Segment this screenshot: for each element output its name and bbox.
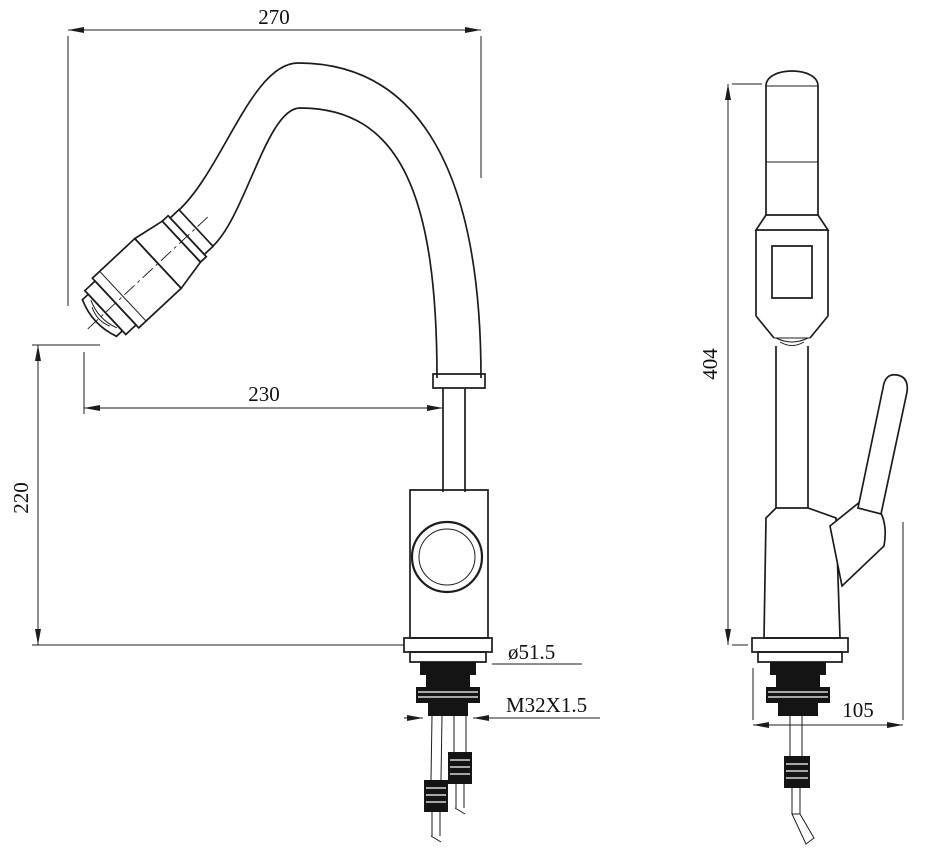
dim-label-105: 105 <box>842 698 874 722</box>
faucet-body <box>409 489 489 639</box>
dim-label-hole-diameter: ø51.5 <box>508 640 555 664</box>
head-taper-left <box>755 315 775 339</box>
aerator-tip <box>81 293 124 338</box>
head-display-panel <box>771 245 813 299</box>
head-taper-right <box>809 315 829 339</box>
spout-collar <box>432 373 486 389</box>
front-view-dimensions: 270 230 220 ø51.5 M32X1.5 <box>9 5 600 721</box>
mounting-hardware-side <box>766 662 830 716</box>
dim-label-404: 404 <box>698 348 722 380</box>
aerator-arc-side-1 <box>775 337 809 343</box>
dim-label-thread: M32X1.5 <box>506 693 587 717</box>
side-view-dimensions: 404 105 <box>698 83 904 728</box>
spout-inner-curve <box>212 107 438 379</box>
dim-label-270: 270 <box>258 5 290 29</box>
aerator-arc-2 <box>91 306 110 327</box>
spray-head-centerline <box>84 216 209 332</box>
supply-hoses <box>424 715 472 843</box>
aerator-arc-side-2 <box>779 341 805 346</box>
handle-lever <box>857 373 909 516</box>
spray-head-groove <box>99 270 147 322</box>
spray-face-ring <box>83 279 138 336</box>
side-view <box>751 70 909 845</box>
spray-head-body <box>91 237 183 330</box>
spray-head <box>81 208 215 338</box>
top-cap <box>765 70 819 87</box>
spout-outer-curve <box>178 62 482 379</box>
dim-label-220: 220 <box>9 482 33 514</box>
front-view <box>81 62 493 843</box>
body-joint-inner-circle <box>418 528 476 586</box>
head-collar-side <box>754 214 830 231</box>
spray-head-collar <box>168 208 215 256</box>
body-side <box>763 507 841 639</box>
base-flange-side <box>751 637 849 653</box>
base-step <box>409 651 487 663</box>
dim-label-230: 230 <box>248 382 280 406</box>
base-flange <box>403 637 493 653</box>
supply-hose-side <box>784 716 815 845</box>
body-joint-circle <box>410 520 484 594</box>
mounting-hardware <box>416 662 480 716</box>
base-step-side <box>757 651 843 663</box>
